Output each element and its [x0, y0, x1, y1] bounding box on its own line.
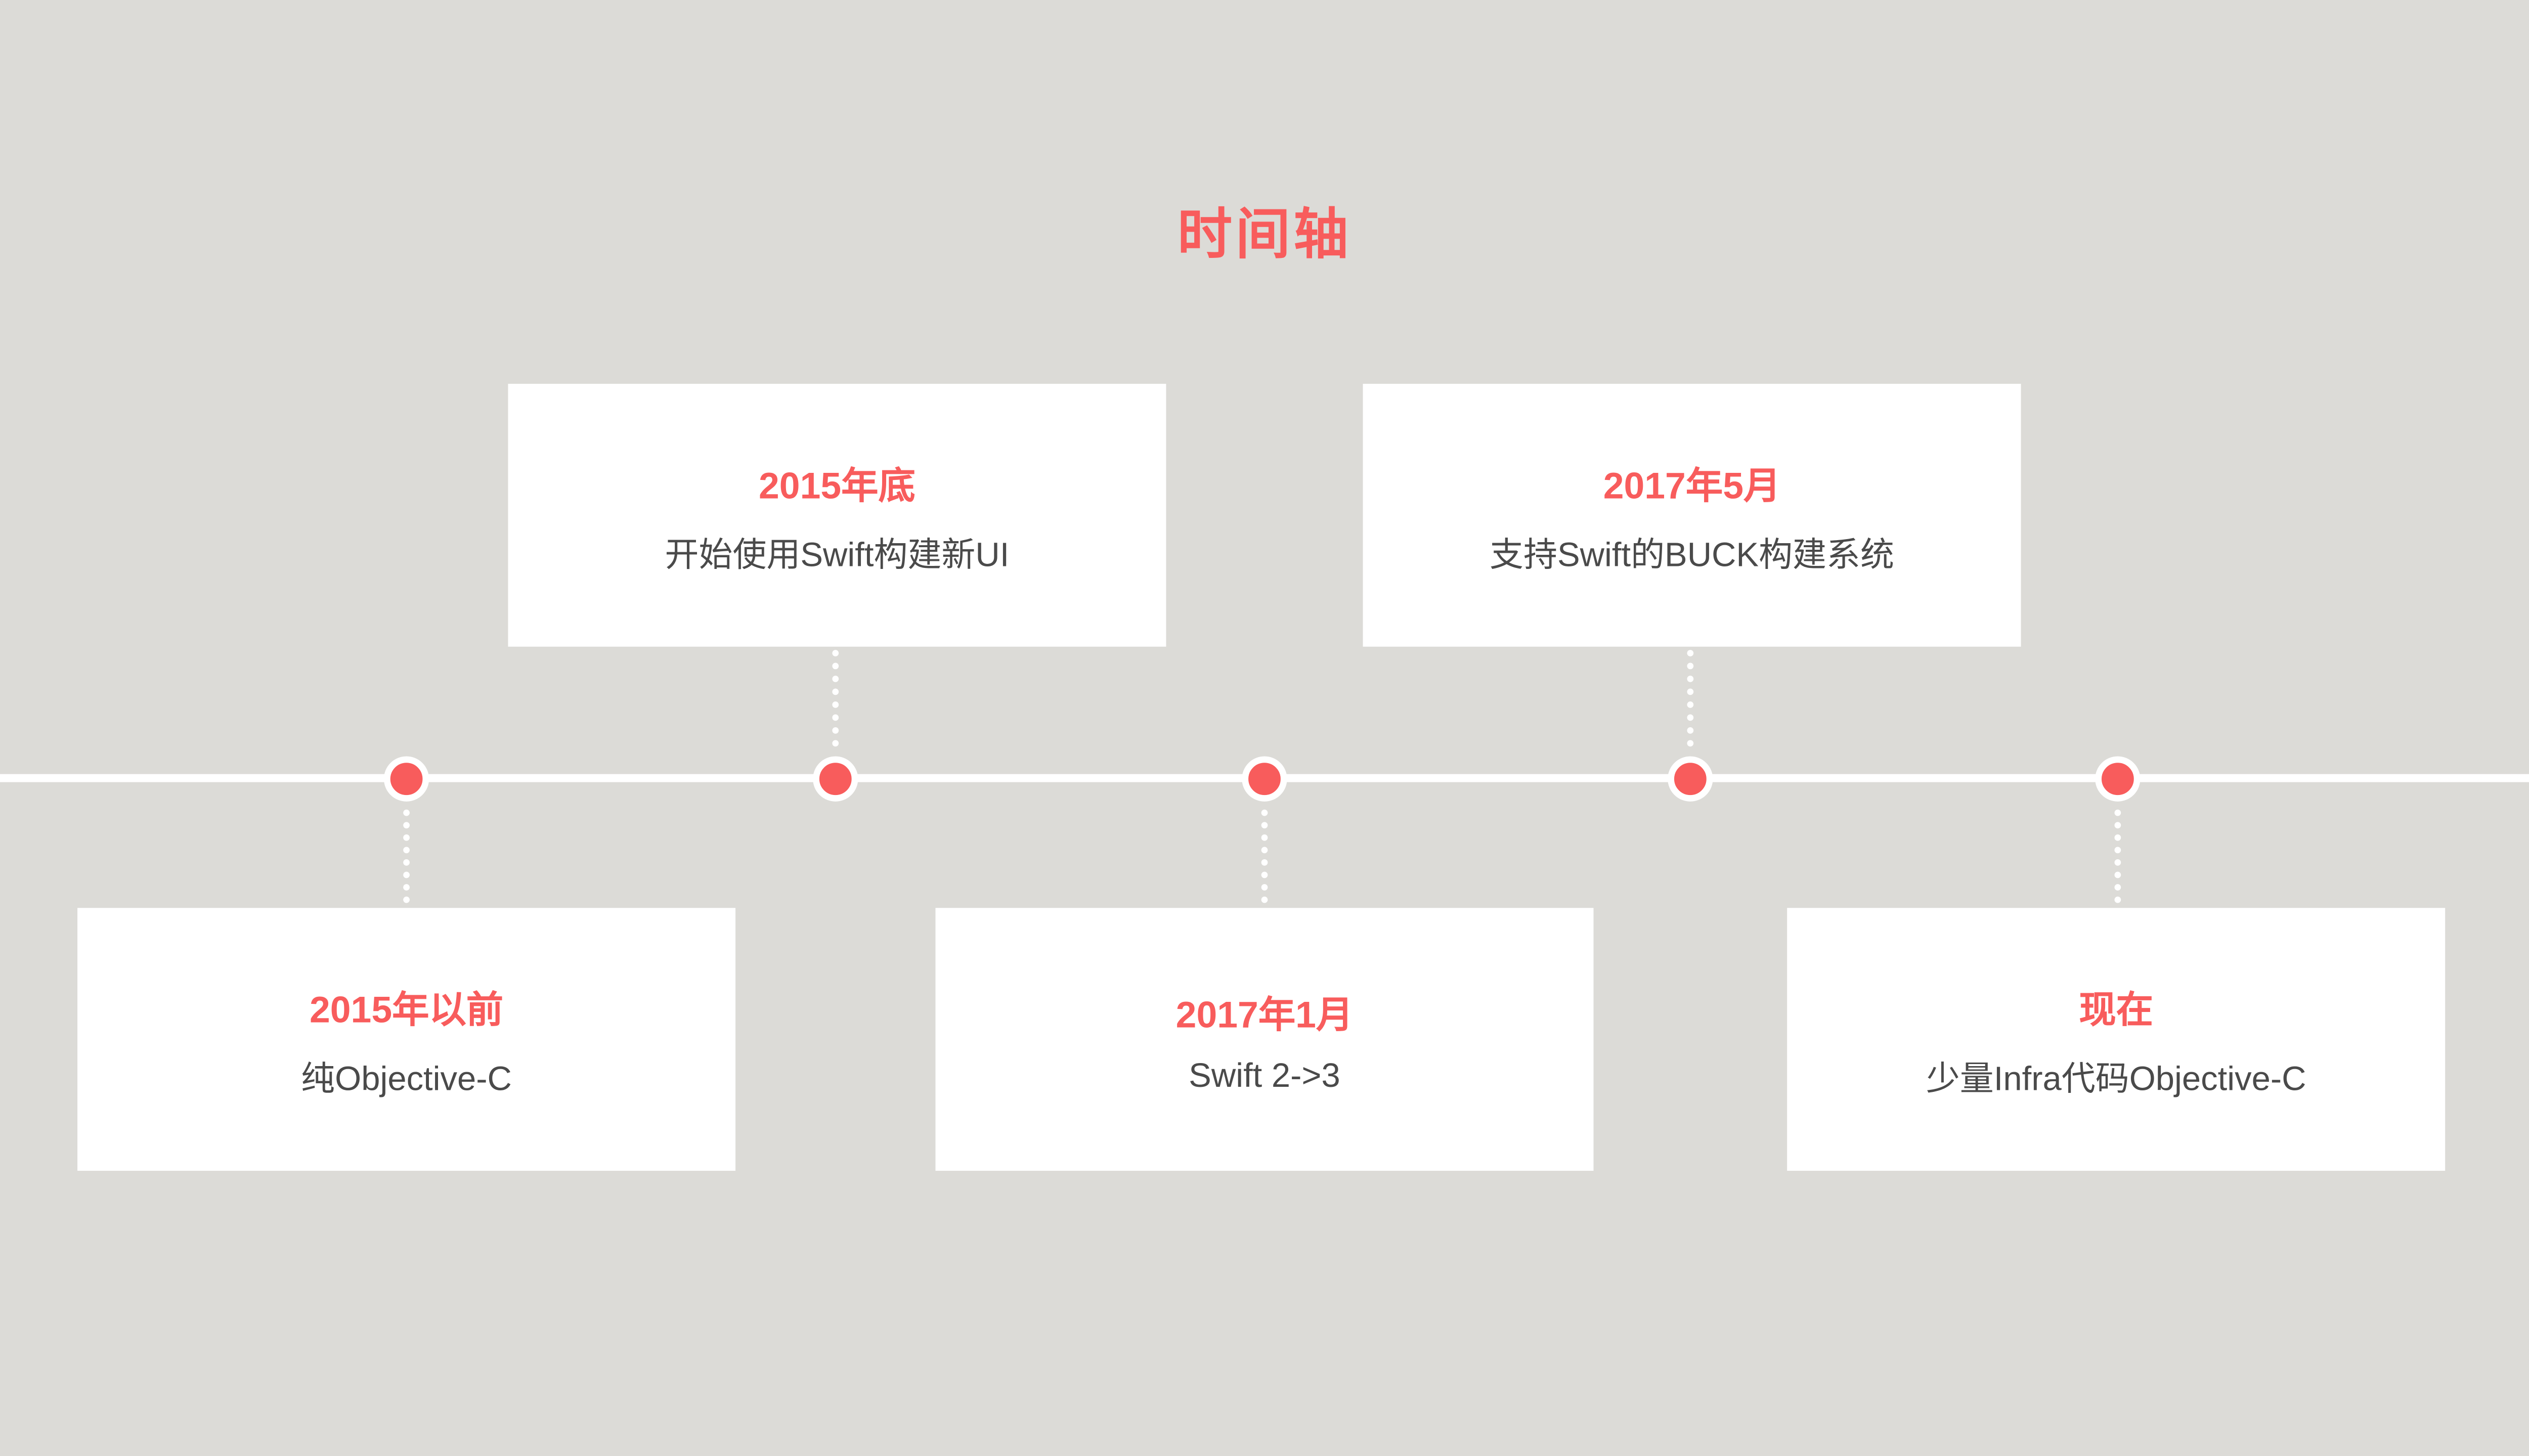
timeline-stage: 时间轴 2015年底 开始使用Swift构建新UI 2017年5月 支持Swif…	[0, 204, 2529, 1171]
timeline-dot	[1242, 756, 1287, 802]
event-card: 现在 少量Infra代码Objective-C	[1787, 908, 2446, 1171]
event-date: 现在	[2079, 988, 2154, 1030]
event-description: 支持Swift的BUCK构建系统	[1490, 536, 1894, 573]
event-card: 2017年5月 支持Swift的BUCK构建系统	[1363, 383, 2021, 647]
event-description: 开始使用Swift构建新UI	[665, 536, 1010, 573]
event-card: 2017年1月 Swift 2->3	[935, 908, 1594, 1171]
event-date: 2015年以前	[309, 988, 504, 1030]
event-description: 少量Infra代码Objective-C	[1926, 1060, 2306, 1097]
event-description: Swift 2->3	[1189, 1057, 1340, 1094]
timeline-dot	[2095, 756, 2141, 802]
event-date: 2015年底	[759, 463, 915, 506]
timeline-dot	[813, 756, 858, 802]
connector-dotted-line	[1261, 809, 1268, 903]
event-card: 2015年以前 纯Objective-C	[77, 908, 736, 1171]
connector-dotted-line	[2114, 809, 2121, 903]
timeline-dot	[383, 756, 429, 802]
event-description: 纯Objective-C	[301, 1060, 512, 1097]
connector-dotted-line	[403, 809, 410, 903]
connector-dotted-line	[1687, 650, 1694, 747]
connector-dotted-line	[832, 650, 839, 747]
page-title: 时间轴	[1177, 204, 1352, 267]
event-card: 2015年底 开始使用Swift构建新UI	[508, 383, 1166, 647]
event-date: 2017年1月	[1175, 992, 1354, 1035]
event-date: 2017年5月	[1603, 463, 1781, 506]
timeline-dot	[1668, 756, 1713, 802]
